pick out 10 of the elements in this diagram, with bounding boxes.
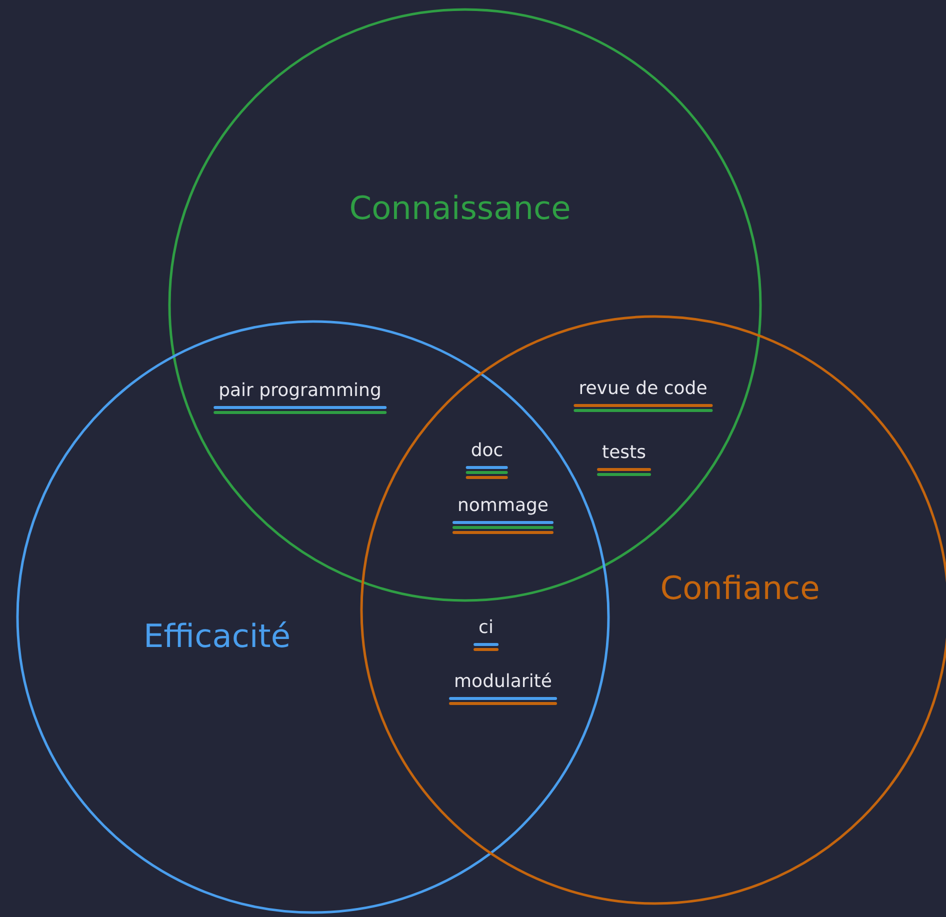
set-label: Connaissance: [349, 189, 571, 227]
item-label: ci: [478, 617, 494, 640]
set-label: Confiance: [660, 569, 820, 607]
item-label: modularité: [454, 671, 552, 694]
set-label: Efficacité: [143, 617, 291, 655]
item-label: nommage: [457, 495, 549, 518]
item-label: tests: [602, 442, 646, 465]
item-label: pair programming: [218, 380, 382, 403]
item-label: revue de code: [578, 378, 708, 401]
item-label: doc: [470, 440, 504, 463]
